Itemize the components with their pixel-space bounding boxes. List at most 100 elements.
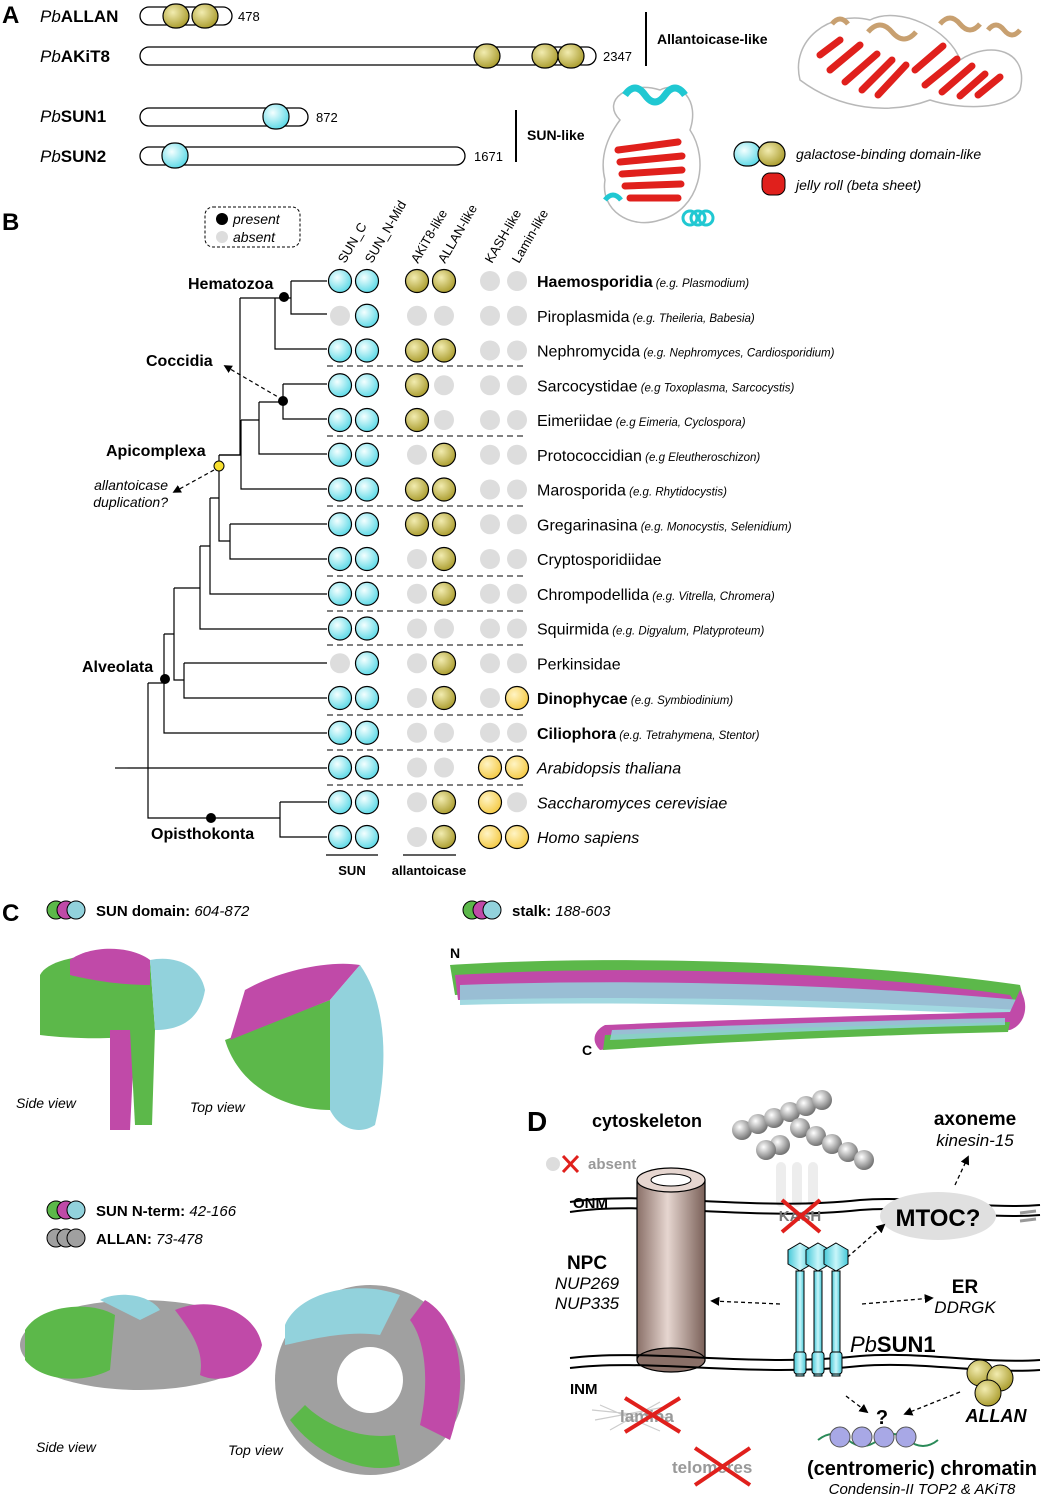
cell-present-r14-c1 <box>354 755 380 780</box>
clade-apicomplexa: Apicomplexa <box>106 443 206 460</box>
taxon-labels: Haemosporidia (e.g. Plasmodium)Piroplasm… <box>536 274 835 847</box>
cell-absent-r10-c2 <box>407 618 427 639</box>
sun1-to-npc-arrow <box>710 1296 781 1306</box>
nup269-label: NUP269 <box>555 1274 620 1293</box>
cell-present-r12-c0 <box>327 685 353 711</box>
cell-absent-r6-c5 <box>507 479 527 500</box>
protein-name-sun2: PbSUN2 <box>40 147 106 166</box>
mtoc-to-axoneme-arrow <box>954 1155 970 1186</box>
cell-present-r3-c2 <box>404 373 430 398</box>
cell-absent-r15-c5 <box>507 792 527 813</box>
presence-legend: present absent <box>204 206 301 248</box>
complex-side-view-image <box>20 1294 262 1390</box>
complex-top-view-label: Top view <box>228 1442 284 1458</box>
nup335-label: NUP335 <box>555 1294 620 1313</box>
sun1-to-chromatin-arrow <box>845 1395 869 1414</box>
cell-present-r14-c4 <box>477 755 503 780</box>
cell-present-r0-c3 <box>431 268 457 294</box>
cell-present-r15-c0 <box>327 790 353 815</box>
taxon-label-16: Homo sapiens <box>537 830 639 847</box>
cell-present-r16-c4 <box>477 824 503 850</box>
cell-present-r11-c1 <box>354 651 380 676</box>
er-label: ER <box>952 1277 979 1298</box>
sun-side-view-label: Side view <box>16 1095 77 1111</box>
cell-absent-r4-c4 <box>480 410 500 430</box>
cell-absent-r3-c3 <box>434 375 454 396</box>
cell-absent-r13-c2 <box>407 722 427 743</box>
cell-absent-r1-c2 <box>407 305 427 326</box>
cell-absent-r13-c4 <box>480 722 500 743</box>
akit8-domain-1 <box>473 43 501 69</box>
cell-present-r6-c1 <box>354 477 380 502</box>
stalk-legend: stalk: 188-603 <box>462 900 611 920</box>
cell-present-r2-c2 <box>404 338 430 363</box>
kinesin-label: kinesin-15 <box>936 1131 1014 1150</box>
sun-domain-legend: SUN domain: 604-872 <box>46 900 250 920</box>
cell-present-r12-c1 <box>354 685 380 711</box>
cell-present-r15-c3 <box>431 790 457 815</box>
complex-side-view-label: Side view <box>36 1439 97 1455</box>
absent-legend-label: absent <box>588 1156 636 1173</box>
cell-present-r0-c2 <box>404 268 430 294</box>
cell-present-r12-c3 <box>431 685 457 711</box>
clade-opisthokonta: Opisthokonta <box>151 826 254 843</box>
legend-jelly-roll-label: jelly roll (beta sheet) <box>794 177 921 193</box>
chromatin-sub-label: Condensin-II TOP2 & AKiT8 <box>829 1481 1016 1498</box>
cell-present-r8-c1 <box>354 546 380 572</box>
cell-absent-r3-c5 <box>507 375 527 396</box>
cell-absent-r12-c4 <box>480 688 500 708</box>
cell-present-r7-c2 <box>404 512 430 537</box>
cell-present-r6-c3 <box>431 477 457 502</box>
cell-present-r6-c0 <box>327 477 353 502</box>
cell-absent-r11-c2 <box>407 653 427 674</box>
onm-label: ONM <box>573 1195 608 1212</box>
panel-d-label: D <box>527 1106 547 1137</box>
sun-domain-side-view-image <box>40 948 205 1130</box>
taxon-label-2: Nephromycida (e.g. Nephromyces, Cardiosp… <box>537 344 835 361</box>
legend-cyan-domain <box>733 141 762 167</box>
cell-absent-r14-c3 <box>434 757 454 778</box>
taxon-label-3: Sarcocystidae (e.g Toxoplasma, Sarcocyst… <box>537 378 794 395</box>
cell-absent-r5-c4 <box>480 444 500 465</box>
allan-label: ALLAN <box>965 1406 1028 1426</box>
opisthokonta-node-dot <box>206 813 216 823</box>
cell-absent-r8-c4 <box>480 549 500 569</box>
cell-absent-r10-c3 <box>434 618 454 639</box>
cell-present-r2-c1 <box>354 338 380 363</box>
taxon-label-5: Protococcidian (e.g Eleutheroschizon) <box>537 448 760 465</box>
sun1-to-mtoc-arrow <box>841 1223 886 1263</box>
faded-kash-linker <box>776 1162 818 1207</box>
cell-absent-r4-c3 <box>434 410 454 430</box>
cell-present-r8-c0 <box>327 546 353 572</box>
sun1-length: 872 <box>316 110 338 125</box>
protein-sun2: PbSUN2 1671 <box>40 142 503 169</box>
allan-legend: ALLAN: 73-478 <box>46 1228 203 1248</box>
ddrgk-label: DDRGK <box>934 1298 996 1317</box>
stalk-n-terminus: N <box>450 945 460 961</box>
group-label-sun: SUN <box>338 863 365 878</box>
sun-nterm-legend: SUN N-term: 42-166 <box>46 1200 237 1220</box>
cell-absent-r10-c5 <box>507 618 527 639</box>
allan-range-label: ALLAN: 73-478 <box>96 1231 203 1248</box>
cell-absent-r15-c2 <box>407 792 427 813</box>
alveolata-node-dot <box>160 674 170 684</box>
inm-label: INM <box>570 1381 598 1398</box>
column-headers: SUN_C SUN_N-Mid AKiT8-like ALLAN-like KA… <box>335 198 552 266</box>
axoneme-label: axoneme <box>934 1109 1016 1130</box>
allantoicase-structure-image <box>797 14 1023 109</box>
cell-present-r0-c1 <box>354 268 380 294</box>
cell-present-r16-c3 <box>431 824 457 850</box>
cell-present-r0-c0 <box>327 268 353 294</box>
cell-present-r6-c2 <box>404 477 430 502</box>
taxon-label-11: Perkinsidae <box>537 656 621 673</box>
cell-present-r1-c1 <box>354 303 380 328</box>
sun2-backbone <box>139 146 466 166</box>
row-separators <box>327 365 527 786</box>
stalk-structure-image <box>450 960 1026 1050</box>
sun1-to-er-arrow <box>861 1294 934 1305</box>
akit8-length: 2347 <box>603 49 632 64</box>
cell-absent-r1-c0 <box>330 305 350 326</box>
mtoc-label: MTOC? <box>896 1205 981 1232</box>
cell-present-r13-c1 <box>354 720 380 745</box>
